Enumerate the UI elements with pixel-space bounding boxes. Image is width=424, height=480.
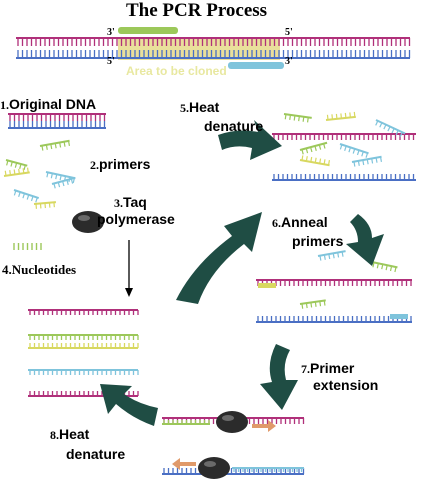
top-primer-green [118, 27, 178, 34]
extension-polymerase-2-highlight [204, 461, 216, 467]
step-8-number: 8. [50, 428, 59, 442]
extension-polymerase-1 [216, 411, 248, 433]
primer-fragment-7 [33, 201, 57, 209]
step-7-label-line2: extension [313, 377, 379, 393]
original-dna-upper [8, 113, 106, 121]
step-6-label-line1: 6.Anneal [272, 214, 328, 231]
mix-strand-1 [28, 309, 139, 315]
step-8-label-line2: denature [66, 446, 126, 462]
original-dna-lower [8, 121, 106, 129]
thin-down-arrow-head [125, 288, 133, 297]
end-label-top-right: 5' [285, 27, 293, 38]
step-4-number: 4. [2, 262, 12, 277]
top-primer-blue [228, 62, 284, 69]
denatured-strand-upper [272, 133, 416, 140]
denature-primer-2 [325, 111, 356, 121]
step-2-label: 2.primers [90, 156, 150, 173]
step-4-label: 4.Nucleotides [2, 262, 76, 278]
step-4-text: Nucleotides [11, 262, 77, 277]
step-5-label-line1: 5.Heat [180, 99, 219, 116]
extension-new-strand-lower [232, 467, 304, 472]
step-6-number: 6. [272, 216, 281, 230]
cycle-arrow-anneal [346, 214, 384, 266]
extension-direction-arrow-2 [172, 458, 196, 470]
denature-primer-3 [375, 119, 406, 138]
step-6-text-line1: Anneal [281, 214, 328, 230]
primer-fragment-2 [5, 159, 28, 171]
denatured-strand-lower [272, 174, 416, 181]
top-strand-upper [16, 37, 411, 46]
cycle-arrow-heat-denature-2 [100, 384, 158, 426]
step-1-number: 1. [0, 98, 9, 112]
end-label-bottom-left: 5' [107, 56, 115, 67]
cloned-region-highlight [118, 37, 280, 60]
step-5-number: 5. [180, 101, 189, 115]
step-1-text: Original DNA [9, 96, 97, 112]
extension-new-strand-upper [162, 420, 210, 425]
step-7-text-line1: Primer [310, 360, 355, 376]
denature-primer-5 [339, 143, 369, 158]
denature-primer-4 [299, 141, 328, 155]
denature-primer-6 [299, 155, 331, 167]
step-8-text-line1: Heat [59, 426, 90, 442]
step-7-number: 7. [301, 362, 310, 376]
mix-strand-2 [28, 334, 139, 340]
cycle-arrow-heat-denature [218, 120, 282, 160]
extension-polymerase-2 [198, 457, 230, 479]
primer-fragment-3 [3, 167, 30, 177]
mix-strand-3 [28, 343, 139, 349]
primer-fragment-6 [51, 176, 76, 189]
denature-primer-1 [283, 113, 312, 123]
region-label: Area to be cloned [126, 64, 227, 78]
anneal-free-primer-1 [317, 250, 346, 261]
anneal-primer-yellow [258, 283, 276, 288]
end-label-bottom-right: 3' [285, 56, 293, 67]
primer-fragment-5 [13, 189, 40, 203]
end-label-top-left: 3' [107, 27, 115, 38]
cycle-arrow-extension [260, 344, 298, 410]
anneal-primer-blue [390, 314, 408, 319]
step-2-number: 2. [90, 158, 99, 172]
anneal-free-primer-3 [299, 299, 326, 309]
anneal-free-primer-2 [371, 261, 398, 273]
top-strand-lower [16, 50, 411, 59]
cycle-arrow-return [176, 212, 262, 304]
step-8-label-line1: 8.Heat [50, 426, 89, 443]
step-3-text-line1: Taq [123, 194, 147, 210]
step-6-label-line2: primers [292, 233, 344, 249]
step-5-text-line1: Heat [189, 99, 220, 115]
denature-primer-7 [351, 155, 383, 167]
step-2-text: primers [99, 156, 151, 172]
primer-fragment-1 [39, 139, 71, 151]
diagram-title: The PCR Process [126, 0, 268, 21]
extension-polymerase-1-highlight [222, 415, 234, 421]
step-3-number: 3. [114, 196, 123, 210]
step-1-label: 1.Original DNA [0, 96, 96, 113]
step-3-label-line1: 3.Taq [114, 194, 147, 211]
anneal-strand-lower [256, 316, 412, 323]
extension-direction-arrow-1 [252, 420, 276, 432]
step-7-label-line1: 7.Primer [301, 360, 354, 377]
mix-strand-4 [28, 369, 139, 375]
anneal-strand-upper [256, 279, 412, 286]
step-3-label-line2: polymerase [97, 211, 175, 227]
step-5-label-line2: denature [204, 118, 264, 134]
taq-polymerase-highlight [78, 215, 90, 221]
